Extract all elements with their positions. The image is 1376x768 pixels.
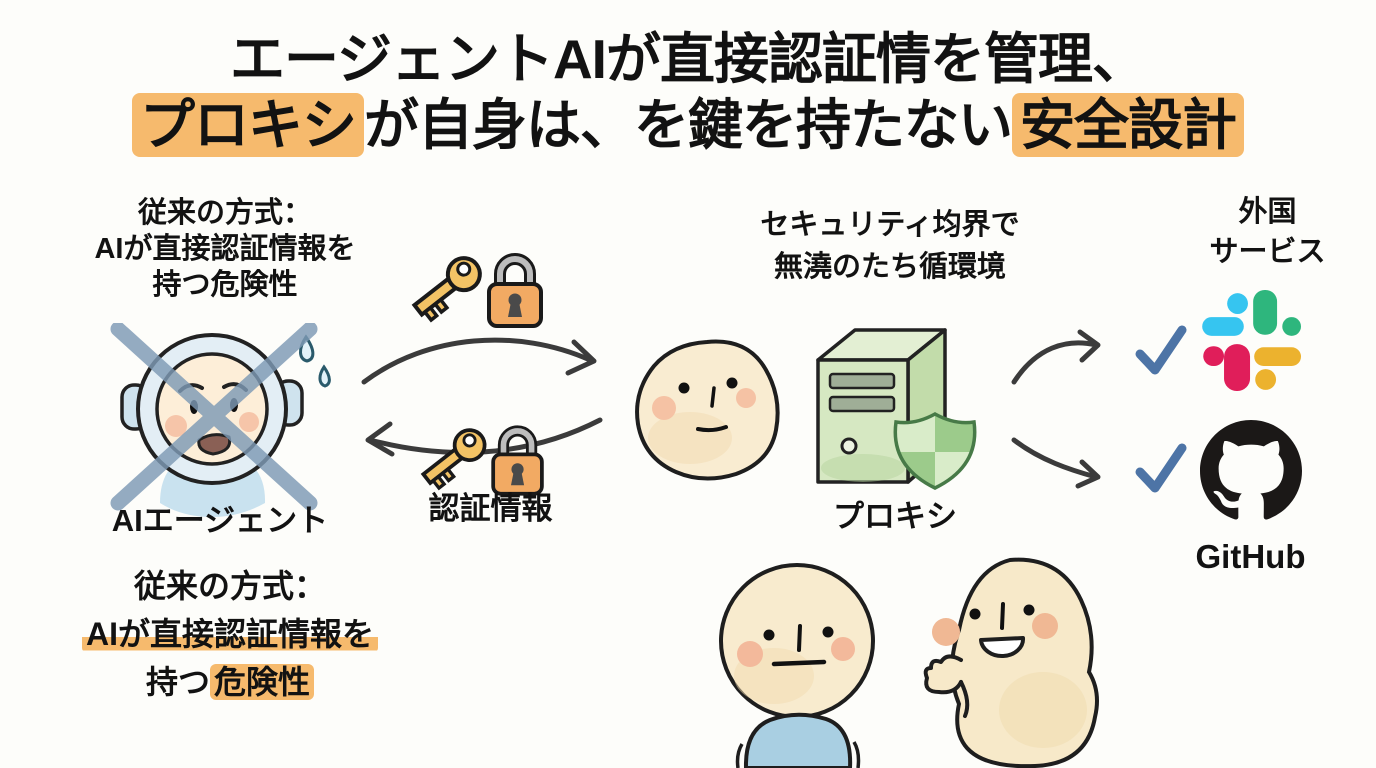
- credentials-key-lock-icon: [420, 425, 544, 496]
- arrow-agent-to-proxy: [361, 337, 597, 385]
- slack-icon: [1202, 290, 1301, 391]
- credentials-label: 認証情報: [428, 491, 553, 526]
- sweat-drops-icon: [299, 334, 331, 388]
- person-character-neutral: [719, 563, 875, 768]
- ai-agent-character: [110, 323, 331, 517]
- legacy-caption-top: 従来の方式： AIが直接認証情報を 持つ危険性: [94, 197, 356, 301]
- highlighted-credentials-text: AIが直接認証情報を: [81, 616, 378, 652]
- arrow-proxy-to-slack: [1011, 329, 1101, 385]
- title-line-2: プロキシが自身は、を鍵を持たない安全設計: [0, 92, 1376, 158]
- arrow-proxy-to-agent: [365, 417, 603, 457]
- key-icon: [420, 428, 487, 491]
- github-label: GitHub: [1195, 538, 1306, 575]
- title-highlight-safety: 安全設計: [1012, 93, 1245, 157]
- lock-icon: [491, 425, 544, 496]
- legacy-caption-bottom: 従来の方式： AIが直接認証情報を 持つ危険性: [35, 562, 425, 706]
- lock-icon: [487, 253, 543, 328]
- proxy-server-icon: [816, 328, 977, 490]
- check-icon: [1135, 443, 1187, 493]
- highlighted-danger-text: 危険性: [210, 664, 315, 700]
- title-highlight-proxy: プロキシ: [131, 93, 364, 157]
- credentials-key-lock-icon: [411, 253, 543, 328]
- title-line-1: エージェントAIが直接認証情を管理、: [230, 28, 1147, 90]
- check-icon: [1135, 325, 1187, 375]
- cross-out-icon: [110, 323, 318, 511]
- ai-agent-label: AIエージェント: [111, 503, 329, 538]
- external-services-caption: 外国 サービス: [1209, 196, 1326, 268]
- title-line-2-middle: が自身は、を鍵を持たない: [363, 94, 1013, 156]
- key-icon: [411, 256, 482, 323]
- security-boundary-caption: セキュリティ均界で 無澆のたち循環境: [760, 209, 1020, 283]
- person-character-talking: [923, 557, 1099, 768]
- proxy-label: プロキシ: [833, 499, 957, 534]
- page-title: エージェントAIが直接認証情を管理、 プロキシが自身は、を鍵を持たない安全設計: [0, 26, 1376, 158]
- arrow-proxy-to-github: [1011, 437, 1101, 489]
- github-icon: [1200, 420, 1302, 520]
- proxy-blob-character: [635, 339, 780, 481]
